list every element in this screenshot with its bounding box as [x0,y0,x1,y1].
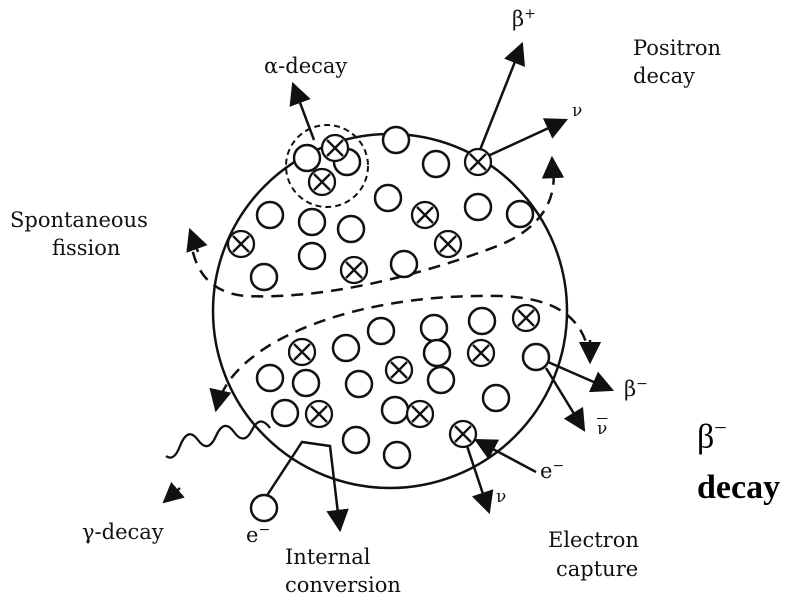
proton [507,201,533,227]
neutron [309,169,335,195]
proton [423,151,449,177]
big-beta-symbol: β [697,418,714,455]
antineutrino-label: ν [597,420,607,440]
proton [299,243,325,269]
internal-label-2: conversion [285,573,401,597]
big-decay-label: decay [697,468,780,507]
alpha-decay-label: α-decay [264,54,347,78]
neutron [465,149,491,175]
proton [299,209,325,235]
proton [428,367,454,393]
conversion-electron-symbol: e [246,523,258,547]
beta-minus-symbol: β [624,377,636,401]
neutrino-bottom-label: ν [496,488,506,508]
proton [375,185,401,211]
proton [257,365,283,391]
beta-plus-label: β+ [512,6,536,31]
neutrino-bottom-arrow [467,446,489,512]
neutron [341,257,367,283]
neutron [386,357,412,383]
beta-plus-sign: + [524,6,536,22]
neutron [435,231,461,257]
proton [469,308,495,334]
neutron [228,231,254,257]
neutron [407,401,433,427]
proton [384,442,410,468]
neutron [412,202,438,228]
neutron [306,401,332,427]
proton [293,370,319,396]
proton [346,371,372,397]
big-beta-label: β− [697,415,727,456]
capture-label-1: Electron [548,528,639,552]
proton [272,400,298,426]
proton [483,385,509,411]
proton [382,397,408,423]
neutron [513,305,539,331]
capture-electron-sign: − [552,458,564,474]
proton [251,264,277,290]
beta-minus-label: β− [624,376,648,401]
gamma-arrow [164,488,180,502]
conversion-electron-sign: − [258,522,270,538]
neutron [289,339,315,365]
fission-arrow-top [552,158,553,178]
spontaneous-label-1: Spontaneous [10,208,148,232]
proton [391,251,417,277]
antineutrino-arrow [546,368,584,430]
positron-label-1: Positron [633,36,721,60]
beta-plus-symbol: β [512,7,524,31]
capture-electron-symbol: e [540,459,552,483]
proton [424,340,450,366]
neutrino-top-label: ν [572,102,582,122]
neutrino-top-arrow [490,120,566,155]
spontaneous-label-2: fission [52,236,120,260]
capture-label-2: capture [556,557,638,581]
proton [465,194,491,220]
beta-minus-sign: − [636,376,648,392]
neutron [450,421,476,447]
proton [343,427,369,453]
conversion-electron-path [266,442,340,530]
beta-plus-arrow [480,44,522,150]
internal-label-1: Internal [285,545,371,569]
proton [251,495,277,521]
positron-label-2: decay [633,64,695,88]
proton [523,344,549,370]
proton [421,315,447,341]
proton [257,202,283,228]
neutron [468,340,494,366]
proton [333,335,359,361]
proton [294,145,320,171]
big-beta-sign: − [714,415,726,440]
proton [338,216,364,242]
conversion-electron-label: e− [246,522,270,547]
fission-upper-curve [190,160,554,296]
gamma-decay-label: γ-decay [82,520,164,544]
proton [383,127,409,153]
gamma-wave [166,421,270,457]
capture-electron-label: e− [540,458,564,483]
proton [368,318,394,344]
neutron [322,135,348,161]
alpha-arrow [293,84,314,140]
